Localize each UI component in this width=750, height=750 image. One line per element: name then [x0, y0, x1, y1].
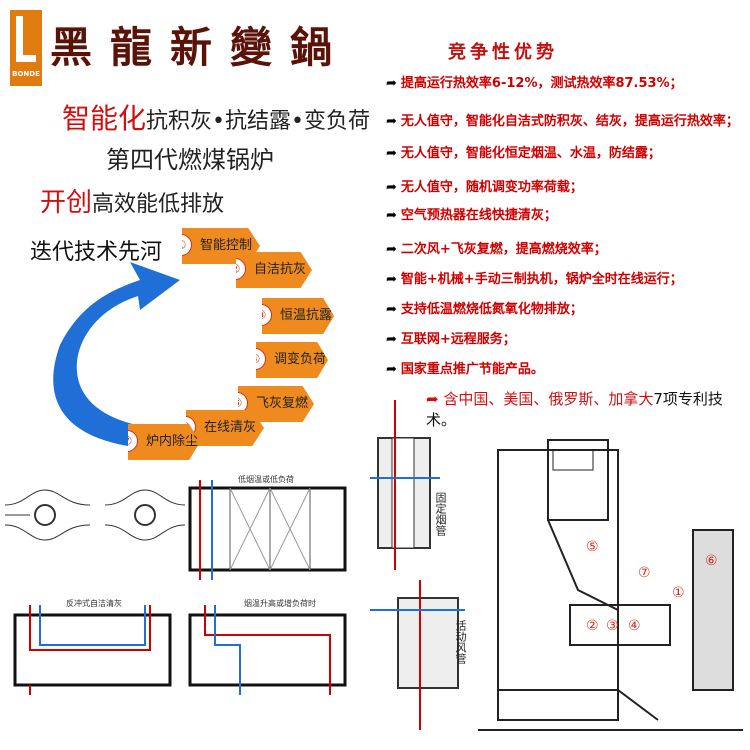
cycle-step-6: ⑥在线清灰	[186, 410, 264, 446]
reverse-clean-diagram	[13, 605, 172, 695]
boiler-marker-6: ⑥	[705, 553, 718, 569]
advantage-item: ➦国家重点推广节能产品。	[386, 362, 544, 377]
arrow-icon: ➦	[386, 208, 397, 223]
slogan-highlight: 开创	[40, 188, 93, 218]
tube-flow-diagram-1	[4, 489, 91, 541]
pipe-diagrams	[370, 400, 465, 730]
advantage-item: ➦互联网+远程服务；	[386, 332, 516, 347]
low-temp-diagram	[188, 480, 347, 580]
arrow-icon: ➦	[386, 146, 397, 161]
tube-flow-diagram-2	[104, 489, 186, 541]
brand-logo: BONDE	[10, 10, 42, 86]
boiler-schematic	[478, 439, 743, 731]
high-temp-diagram	[188, 605, 347, 695]
slogan-line-3: 开创高效能低排放	[40, 182, 224, 219]
boiler-marker-3: ③	[606, 618, 619, 634]
slogan-text: 高效能低排放	[92, 192, 225, 217]
arrow-icon: ➦	[386, 302, 397, 317]
high-temp-label: 烟温升高或增负荷时	[244, 599, 316, 608]
brand-title: 黑龍新變鍋	[50, 23, 351, 72]
boiler-marker-4: ④	[628, 618, 641, 634]
arrow-icon: ➦	[386, 242, 397, 257]
fixed-pipe-label: 固定烟管	[434, 492, 447, 536]
slogan-line-1: 智能化抗积灰•抗结露•变负荷	[62, 97, 370, 137]
advantage-item: ➦提高运行热效率6-12%，测试热效率87.53%；	[386, 76, 683, 91]
advantage-item: ➦无人值守，随机调变功率荷载；	[386, 180, 583, 195]
arrow-icon: ➦	[426, 390, 444, 408]
advantage-item: ➦智能+机械+手动三制执机，锅炉全时在线运行；	[386, 272, 683, 287]
boiler-marker-5: ⑤	[586, 539, 599, 555]
boiler-marker-7: ⑦	[638, 565, 651, 581]
arrow-icon: ➦	[386, 332, 397, 347]
boiler-marker-2: ②	[586, 618, 599, 634]
low-temp-label: 低烟温或低负荷	[238, 475, 294, 484]
advantage-item: ➦二次风+飞灰复燃，提高燃烧效率；	[386, 242, 607, 257]
cycle-step-7: ⑦炉内除尘	[128, 424, 200, 460]
arrow-icon: ➦	[386, 362, 397, 377]
advantage-item: ➦空气预热器在线快捷清灰；	[386, 208, 557, 223]
arrow-icon: ➦	[386, 114, 397, 129]
logo-mark	[16, 16, 36, 62]
iteration-slogan: 迭代技术先河	[30, 240, 163, 265]
arrow-icon: ➦	[386, 272, 397, 287]
slogan-highlight: 智能化	[62, 102, 147, 135]
logo-text: BONDE	[12, 70, 40, 78]
advantage-item: ➦支持低温燃烧低氮氧化物排放；	[386, 302, 583, 317]
advantage-item: ➦无人值守，智能化自洁式防积灰、结灰，提高运行热效率；	[386, 114, 739, 129]
flow-diagrams	[4, 480, 347, 695]
arrow-icon: ➦	[386, 180, 397, 195]
advantages-title: 竞争性优势	[448, 42, 558, 63]
reverse-clean-label: 反冲式自洁清灰	[66, 599, 122, 608]
patent-note: ➦ 含中国、美国、俄罗斯、加拿大7项专利技术。	[426, 390, 723, 429]
slogan-line-2: 第四代燃煤锅炉	[106, 146, 274, 174]
boiler-marker-1: ①	[672, 585, 685, 601]
arrow-icon: ➦	[386, 76, 397, 91]
cycle-arrow-graphic	[53, 262, 180, 450]
slogan-text: 抗积灰•抗结露•变负荷	[146, 109, 370, 134]
active-pipe-label: 活动风管	[454, 620, 467, 664]
advantage-item: ➦无人值守，智能化恒定烟温、水温，防结露；	[386, 146, 661, 161]
